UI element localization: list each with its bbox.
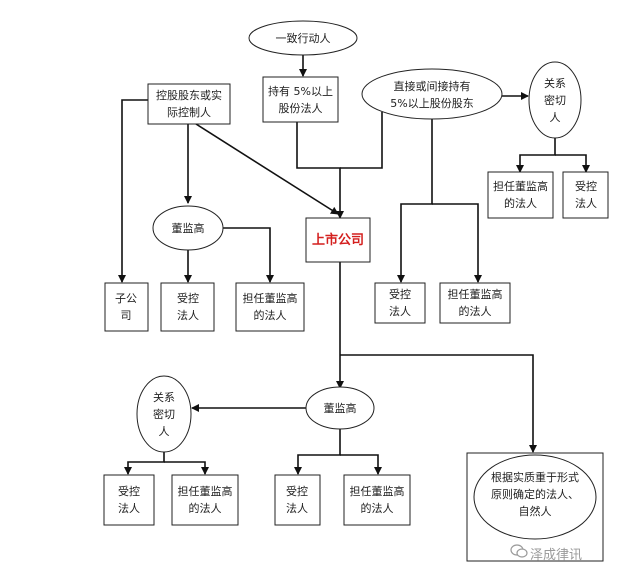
node-dso-left: [152, 205, 224, 251]
connector-dso-center-split-right: [340, 454, 382, 475]
node-controlled-mid-left: [160, 282, 215, 332]
label-dso-center: 董监高: [323, 401, 357, 415]
label-director-officer-mid-left: 担任董监高的法人: [242, 292, 298, 322]
connector-relative-bottom-split: [124, 452, 165, 475]
node-subsidiary: [104, 282, 149, 332]
label-controlled-top-right: 受控法人: [575, 180, 597, 210]
node-controlled-mid-right: [374, 282, 426, 324]
label-director-officer-bottom-center: 担任董监高的法人: [349, 485, 405, 515]
connector-controller-to-subsidiary: [118, 99, 148, 283]
label-subsidiary: 子公司: [115, 292, 137, 322]
connector-shareholder-to-company: [340, 112, 383, 169]
node-relative-top: [528, 61, 582, 139]
connector-dso-left-to-director: [222, 227, 274, 283]
label-controlled-mid-left: 受控法人: [177, 292, 199, 322]
node-director-officer-top-right: [487, 171, 554, 219]
node-dso-center: [305, 386, 375, 430]
node-relative-bottom: [136, 375, 192, 453]
label-controlled-bottom-center: 受控法人: [286, 485, 308, 515]
label-controlled-mid-right: 受控法人: [389, 288, 411, 318]
node-director-officer-bottom-center: [343, 474, 411, 526]
watermark-text: 泽成律讯: [530, 548, 583, 563]
label-holder-5pct-legal: 持有 5%以上股份法人: [268, 84, 333, 115]
connector-holder-to-company: [296, 122, 344, 219]
connector-shareholder-down-right: [432, 203, 482, 283]
node-director-officer-mid-right: [439, 282, 511, 324]
label-holder-5pct-shareholder: 直接或间接持有5%以上股份股东: [390, 80, 474, 110]
node-holder-5pct-legal: [262, 76, 339, 123]
label-substance-over-form: 根据实质重于形式原则确定的法人、自然人: [491, 470, 579, 518]
node-director-officer-bottom-left: [171, 474, 239, 526]
connector-dso-center-split: [294, 428, 341, 475]
wechat-icon: [510, 544, 528, 558]
node-director-officer-mid-left: [235, 282, 305, 332]
node-holder-5pct-shareholder: [361, 68, 503, 120]
label-director-officer-top-right: 担任董监高的法人: [493, 180, 548, 210]
connector-controller-to-company: [195, 123, 339, 215]
connector-relative-bottom-split-right: [164, 461, 209, 475]
label-listed-company: 上市公司: [311, 232, 364, 248]
label-director-officer-mid-right: 担任董监高的法人: [447, 288, 503, 318]
label-relative-bottom: 关系密切人: [153, 390, 175, 438]
label-controlled-bottom-left: 受控法人: [118, 485, 140, 515]
connector-company-to-substance: [340, 354, 537, 453]
node-listed-company: [305, 217, 371, 263]
node-substance-over-form-ellipse: [473, 454, 597, 540]
node-controlled-top-right: [562, 171, 609, 219]
label-relative-top: 关系密切人: [544, 76, 566, 124]
label-controller: 控股股东或实际控制人: [156, 89, 222, 119]
connector-shareholder-down: [397, 118, 433, 283]
node-controlled-bottom-left: [103, 474, 155, 526]
connector-relative-top-split-right: [555, 154, 590, 173]
connector-relative-top-split: [516, 138, 556, 173]
node-controlled-bottom-center: [274, 474, 321, 526]
node-controller: [147, 83, 231, 125]
label-dso-left: 董监高: [171, 221, 205, 235]
label-concerted-person: 一致行动人: [275, 31, 331, 45]
label-director-officer-bottom-left: 担任董监高的法人: [177, 485, 233, 515]
node-concerted-person: [248, 20, 358, 56]
